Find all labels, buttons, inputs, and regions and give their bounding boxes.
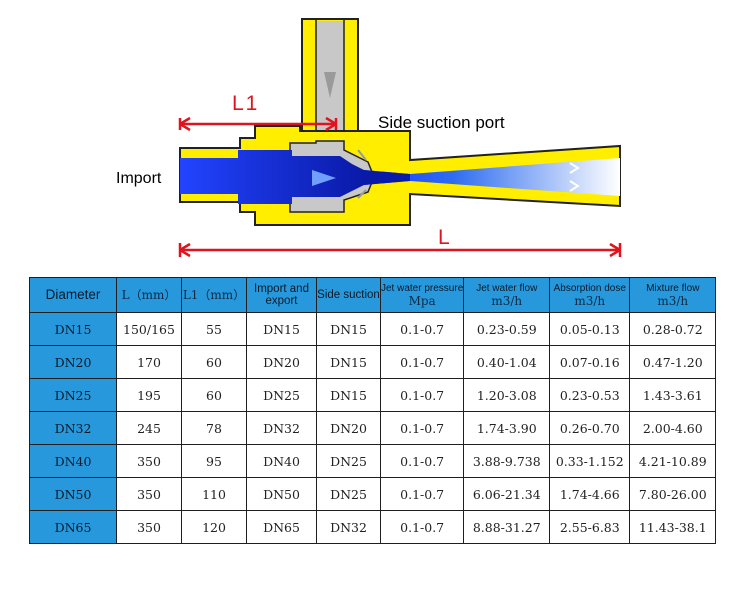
- import-export-cell: DN65: [246, 510, 317, 544]
- l-cell: 350: [116, 477, 182, 511]
- l1-cell: 120: [181, 510, 247, 544]
- pressure-cell: 0.1-0.7: [379, 345, 465, 379]
- ejector-cross-section: [178, 18, 622, 258]
- l1-cell: 78: [181, 411, 247, 445]
- header-l1: L1（mm）: [181, 277, 247, 313]
- mixture-cell: 11.43-38.1: [629, 510, 717, 544]
- import-export-cell: DN50: [246, 477, 317, 511]
- import-export-cell: DN40: [246, 444, 317, 478]
- pressure-cell: 0.1-0.7: [379, 312, 465, 346]
- spec-table: Diameter L（mm） L1（mm） Import and export …: [29, 277, 717, 544]
- l-cell: 350: [116, 444, 182, 478]
- diameter-cell: DN50: [29, 477, 117, 511]
- side-suction-cell: DN15: [316, 345, 381, 379]
- diameter-cell: DN20: [29, 345, 117, 379]
- mixture-cell: 0.47-1.20: [629, 345, 717, 379]
- diameter-cell: DN32: [29, 411, 117, 445]
- mixture-cell: 2.00-4.60: [629, 411, 717, 445]
- jet-flow-cell: 1.74-3.90: [463, 411, 551, 445]
- mixture-cell: 0.28-0.72: [629, 312, 717, 346]
- import-export-cell: DN25: [246, 378, 317, 412]
- diameter-cell: DN15: [29, 312, 117, 346]
- jet-flow-cell: 6.06-21.34: [463, 477, 551, 511]
- import-export-cell: DN32: [246, 411, 317, 445]
- diameter-cell: DN65: [29, 510, 117, 544]
- flow-arrow-icon: [312, 170, 336, 186]
- header-import-export: Import and export: [246, 277, 317, 313]
- import-label: Import: [116, 170, 162, 187]
- l1-cell: 60: [181, 345, 247, 379]
- l1-cell: 60: [181, 378, 247, 412]
- l-cell: 195: [116, 378, 182, 412]
- pressure-cell: 0.1-0.7: [379, 444, 465, 478]
- absorption-cell: 2.55-6.83: [549, 510, 631, 544]
- l1-cell: 110: [181, 477, 247, 511]
- outlet-arrow-icon: [569, 162, 580, 192]
- mixture-cell: 1.43-3.61: [629, 378, 717, 412]
- pressure-cell: 0.1-0.7: [379, 477, 465, 511]
- side-suction-cell: DN15: [316, 312, 381, 346]
- mixture-cell: 7.80-26.00: [629, 477, 717, 511]
- header-side-suction: Side suction: [316, 277, 381, 313]
- jet-flow-cell: 3.88-9.738: [463, 444, 551, 478]
- side-suction-cell: DN32: [316, 510, 381, 544]
- side-suction-cell: DN25: [316, 444, 381, 478]
- ejector-diagram: Import Side suction port L1 L: [0, 0, 750, 270]
- l-label: L: [438, 226, 450, 249]
- absorption-cell: 0.26-0.70: [549, 411, 631, 445]
- l1-cell: 95: [181, 444, 247, 478]
- diameter-cell: DN40: [29, 444, 117, 478]
- import-export-cell: DN15: [246, 312, 317, 346]
- jet-flow-cell: 8.88-31.27: [463, 510, 551, 544]
- absorption-cell: 0.33-1.152: [549, 444, 631, 478]
- table-header-row: Diameter L（mm） L1（mm） Import and export …: [29, 277, 717, 313]
- absorption-cell: 1.74-4.66: [549, 477, 631, 511]
- jet-flow-cell: 1.20-3.08: [463, 378, 551, 412]
- l1-cell: 55: [181, 312, 247, 346]
- jet-flow-cell: 0.40-1.04: [463, 345, 551, 379]
- side-suction-port-label: Side suction port: [378, 113, 505, 132]
- absorption-cell: 0.23-0.53: [549, 378, 631, 412]
- side-suction-cell: DN20: [316, 411, 381, 445]
- l-cell: 170: [116, 345, 182, 379]
- pressure-cell: 0.1-0.7: [379, 378, 465, 412]
- header-l: L（mm）: [116, 277, 182, 313]
- l-cell: 245: [116, 411, 182, 445]
- import-export-cell: DN20: [246, 345, 317, 379]
- side-suction-cell: DN25: [316, 477, 381, 511]
- diameter-cell: DN25: [29, 378, 117, 412]
- l-cell: 150/165: [116, 312, 182, 346]
- l1-label: L1: [232, 92, 260, 115]
- l-cell: 350: [116, 510, 182, 544]
- absorption-cell: 0.05-0.13: [549, 312, 631, 346]
- absorption-cell: 0.07-0.16: [549, 345, 631, 379]
- pressure-cell: 0.1-0.7: [379, 411, 465, 445]
- down-arrow-icon: [324, 72, 336, 98]
- header-diameter: Diameter: [29, 277, 117, 313]
- side-suction-cell: DN15: [316, 378, 381, 412]
- inlet-flow: [180, 150, 364, 204]
- jet-flow-cell: 0.23-0.59: [463, 312, 551, 346]
- mixture-cell: 4.21-10.89: [629, 444, 717, 478]
- pressure-cell: 0.1-0.7: [379, 510, 465, 544]
- diffuser-flow: [364, 158, 620, 196]
